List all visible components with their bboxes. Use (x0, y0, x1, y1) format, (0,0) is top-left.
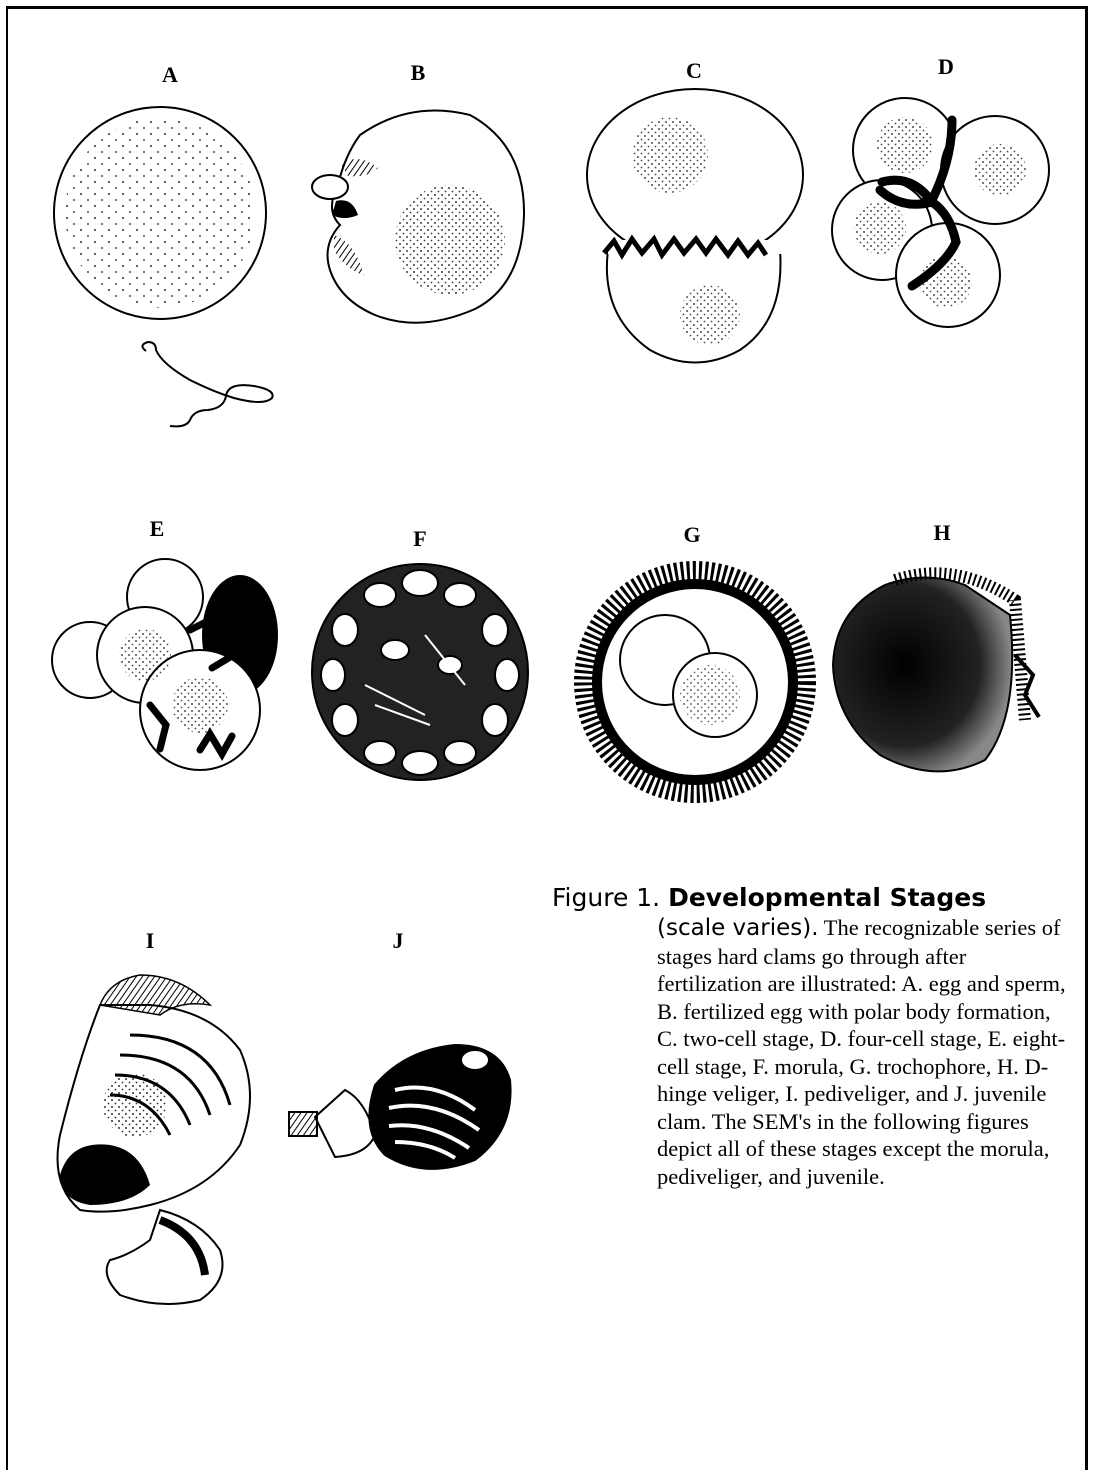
juvenile-clam-illustration (285, 1030, 530, 1190)
label-a: A (162, 62, 178, 88)
eight-cell-stage-illustration (50, 555, 295, 785)
pediveliger-illustration (40, 965, 290, 1315)
trochophore-illustration (570, 555, 820, 810)
label-b: B (411, 60, 426, 86)
label-j: J (393, 928, 404, 954)
figure-number: Figure 1. (552, 883, 660, 912)
figure-caption: Figure 1. Developmental Stages (scale va… (552, 882, 1072, 1190)
fertilized-egg-illustration (300, 95, 540, 345)
two-cell-stage-illustration (580, 85, 820, 385)
label-h: H (933, 520, 950, 546)
caption-body: (scale varies). The recognizable series … (657, 914, 1072, 1190)
label-e: E (150, 516, 165, 542)
caption-heading: Figure 1. Developmental Stages (552, 882, 1072, 914)
figure-title: Developmental Stages (668, 883, 986, 912)
label-i: I (146, 928, 155, 954)
label-f: F (413, 526, 426, 552)
label-d: D (938, 54, 954, 80)
four-cell-stage-illustration (820, 90, 1070, 330)
label-g: G (683, 522, 700, 548)
morula-illustration (305, 555, 535, 790)
scale-note: (scale varies). (657, 915, 819, 941)
d-hinge-veliger-illustration (825, 555, 1045, 785)
caption-text: The recognizable series of stages hard c… (657, 915, 1066, 1189)
label-c: C (686, 58, 702, 84)
egg-and-sperm-illustration (50, 95, 290, 445)
